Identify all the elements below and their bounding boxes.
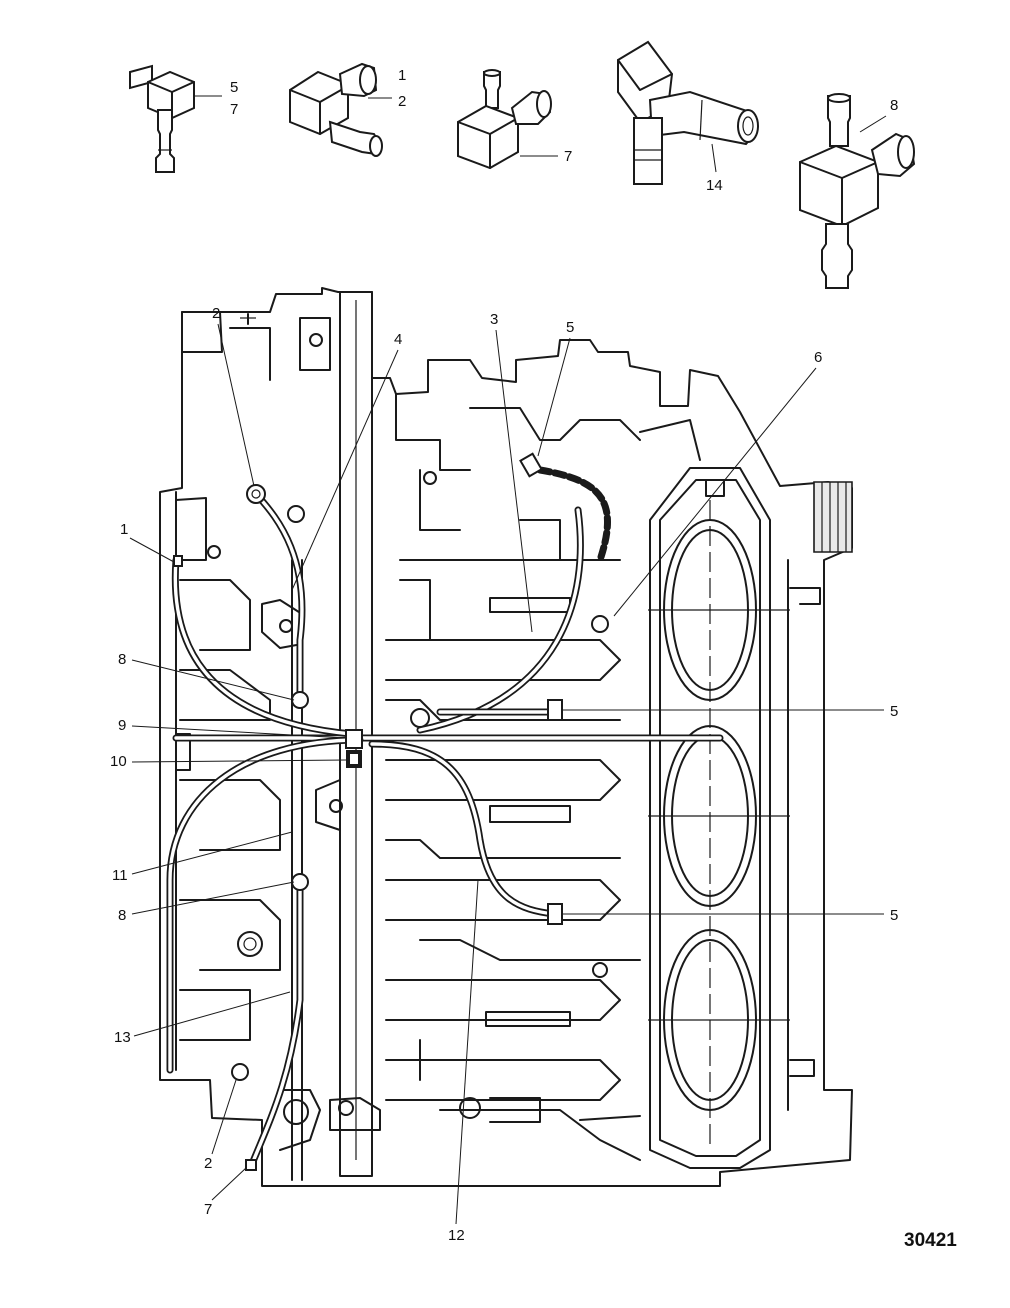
fitting-d-label: 14	[706, 177, 723, 194]
figure-number: 30421	[904, 1230, 957, 1251]
callout-5-low: 5	[890, 907, 898, 924]
callout-13: 13	[114, 1029, 131, 1046]
engine-block	[159, 287, 853, 1187]
fitting-a-label-1: 5	[230, 79, 238, 96]
callout-3: 3	[490, 311, 498, 328]
fitting-b-label-2: 2	[398, 93, 406, 110]
callout-2-bottom: 2	[204, 1155, 212, 1172]
fitting-e-label: 8	[890, 97, 898, 114]
fitting-tee-e	[799, 93, 916, 289]
fitting-a-label-2: 7	[230, 101, 238, 118]
fitting-tee-b	[289, 62, 383, 157]
fitting-elbow-d	[617, 40, 759, 185]
callout-8-lower: 8	[118, 907, 126, 924]
callouts: 2 4 3 5 6 1 8 9 10 11 8 13 2 7 12 5 5	[110, 305, 898, 1244]
callout-12: 12	[448, 1227, 465, 1244]
callout-6: 6	[814, 349, 822, 366]
callout-9: 9	[118, 717, 126, 734]
callout-5-mid: 5	[890, 703, 898, 720]
callout-7: 7	[204, 1201, 212, 1218]
fitting-b-label-1: 1	[398, 67, 406, 84]
callout-5-top: 5	[566, 319, 574, 336]
callout-1: 1	[120, 521, 128, 538]
callout-8-upper: 8	[118, 651, 126, 668]
fitting-elbow-a	[129, 64, 195, 173]
callout-2-top: 2	[212, 305, 220, 322]
callout-10: 10	[110, 753, 127, 770]
hose-routing	[166, 466, 611, 1168]
callout-4: 4	[394, 331, 402, 348]
block-fittings	[173, 452, 563, 1171]
fitting-tee-c	[457, 69, 552, 170]
callout-11: 11	[112, 867, 128, 884]
fitting-c-label: 7	[564, 148, 572, 165]
